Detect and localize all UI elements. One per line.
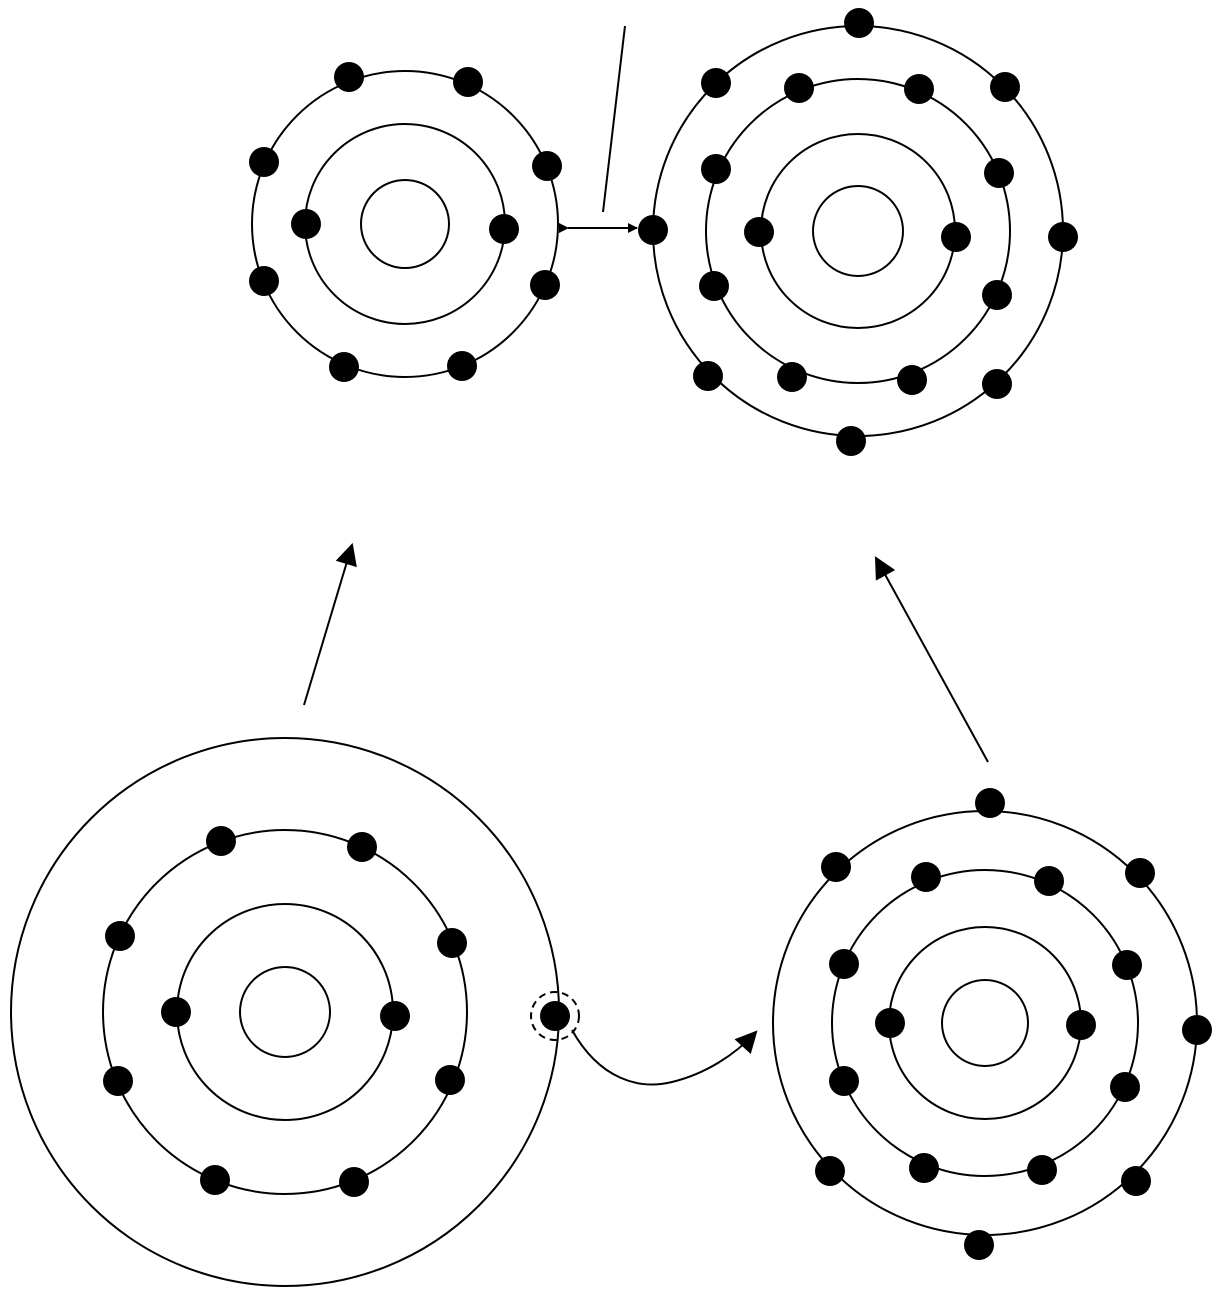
electron bbox=[984, 158, 1014, 188]
electron bbox=[334, 62, 364, 92]
electron bbox=[1121, 1166, 1151, 1196]
electron bbox=[103, 1066, 133, 1096]
callout-leader-line bbox=[602, 25, 626, 213]
electron bbox=[909, 1153, 939, 1183]
electron bbox=[291, 209, 321, 239]
electron bbox=[638, 215, 668, 245]
electron bbox=[693, 361, 723, 391]
nucleus bbox=[812, 185, 904, 277]
electron bbox=[380, 1001, 410, 1031]
electron bbox=[435, 1065, 465, 1095]
nucleus bbox=[360, 179, 450, 269]
electron bbox=[532, 151, 562, 181]
highlighted-electron-ring bbox=[530, 991, 580, 1041]
orbit-shell-3 bbox=[102, 829, 468, 1195]
valence-electron bbox=[540, 1001, 570, 1031]
electron bbox=[990, 72, 1020, 102]
atom-top-left bbox=[249, 62, 562, 382]
electron bbox=[975, 788, 1005, 818]
electron bbox=[897, 365, 927, 395]
electron bbox=[347, 832, 377, 862]
electron bbox=[1112, 950, 1142, 980]
electron bbox=[829, 949, 859, 979]
electron bbox=[982, 369, 1012, 399]
orbit-shell-2 bbox=[304, 123, 506, 325]
electron bbox=[329, 352, 359, 382]
electron bbox=[777, 362, 807, 392]
electron bbox=[1125, 858, 1155, 888]
electron bbox=[249, 266, 279, 296]
electron bbox=[844, 8, 874, 38]
electron bbox=[339, 1167, 369, 1197]
electron bbox=[1182, 1015, 1212, 1045]
electron bbox=[1027, 1155, 1057, 1185]
electron bbox=[836, 426, 866, 456]
nucleus bbox=[941, 979, 1029, 1067]
electron bbox=[437, 928, 467, 958]
electron bbox=[1066, 1010, 1096, 1040]
electron bbox=[249, 147, 279, 177]
electron bbox=[200, 1165, 230, 1195]
electron bbox=[941, 222, 971, 252]
arrow-electron-transfer bbox=[571, 1029, 758, 1086]
orbit-shell-2 bbox=[176, 903, 394, 1121]
electron bbox=[699, 271, 729, 301]
arrow-bottom-left-to-top-left bbox=[303, 542, 357, 706]
orbit-shell-3 bbox=[831, 869, 1139, 1177]
orbit-shell-3 bbox=[251, 70, 559, 378]
atom-top-right bbox=[638, 8, 1078, 456]
electron bbox=[453, 67, 483, 97]
electron bbox=[904, 74, 934, 104]
electron bbox=[701, 68, 731, 98]
electron bbox=[447, 351, 477, 381]
electron bbox=[744, 217, 774, 247]
orbit-shell-3 bbox=[705, 78, 1011, 384]
electron bbox=[911, 862, 941, 892]
atom-bottom-left bbox=[10, 737, 580, 1287]
electron bbox=[821, 852, 851, 882]
electron bbox=[701, 154, 731, 184]
orbit-shell-4 bbox=[10, 737, 560, 1287]
electron bbox=[161, 997, 191, 1027]
orbit-shell-2 bbox=[760, 133, 956, 329]
electron bbox=[1110, 1072, 1140, 1102]
electron bbox=[105, 921, 135, 951]
electron bbox=[530, 270, 560, 300]
electron bbox=[982, 280, 1012, 310]
electron bbox=[784, 73, 814, 103]
nucleus bbox=[239, 966, 331, 1058]
electron bbox=[964, 1230, 994, 1260]
atom-bottom-right bbox=[772, 788, 1212, 1260]
electron bbox=[1034, 866, 1064, 896]
orbit-shell-2 bbox=[888, 926, 1082, 1120]
arrow-bottom-right-to-top-right bbox=[874, 556, 989, 763]
electron bbox=[829, 1066, 859, 1096]
electron bbox=[489, 214, 519, 244]
electron bbox=[206, 826, 236, 856]
electron bbox=[875, 1008, 905, 1038]
electron bbox=[1048, 222, 1078, 252]
electron bbox=[815, 1156, 845, 1186]
